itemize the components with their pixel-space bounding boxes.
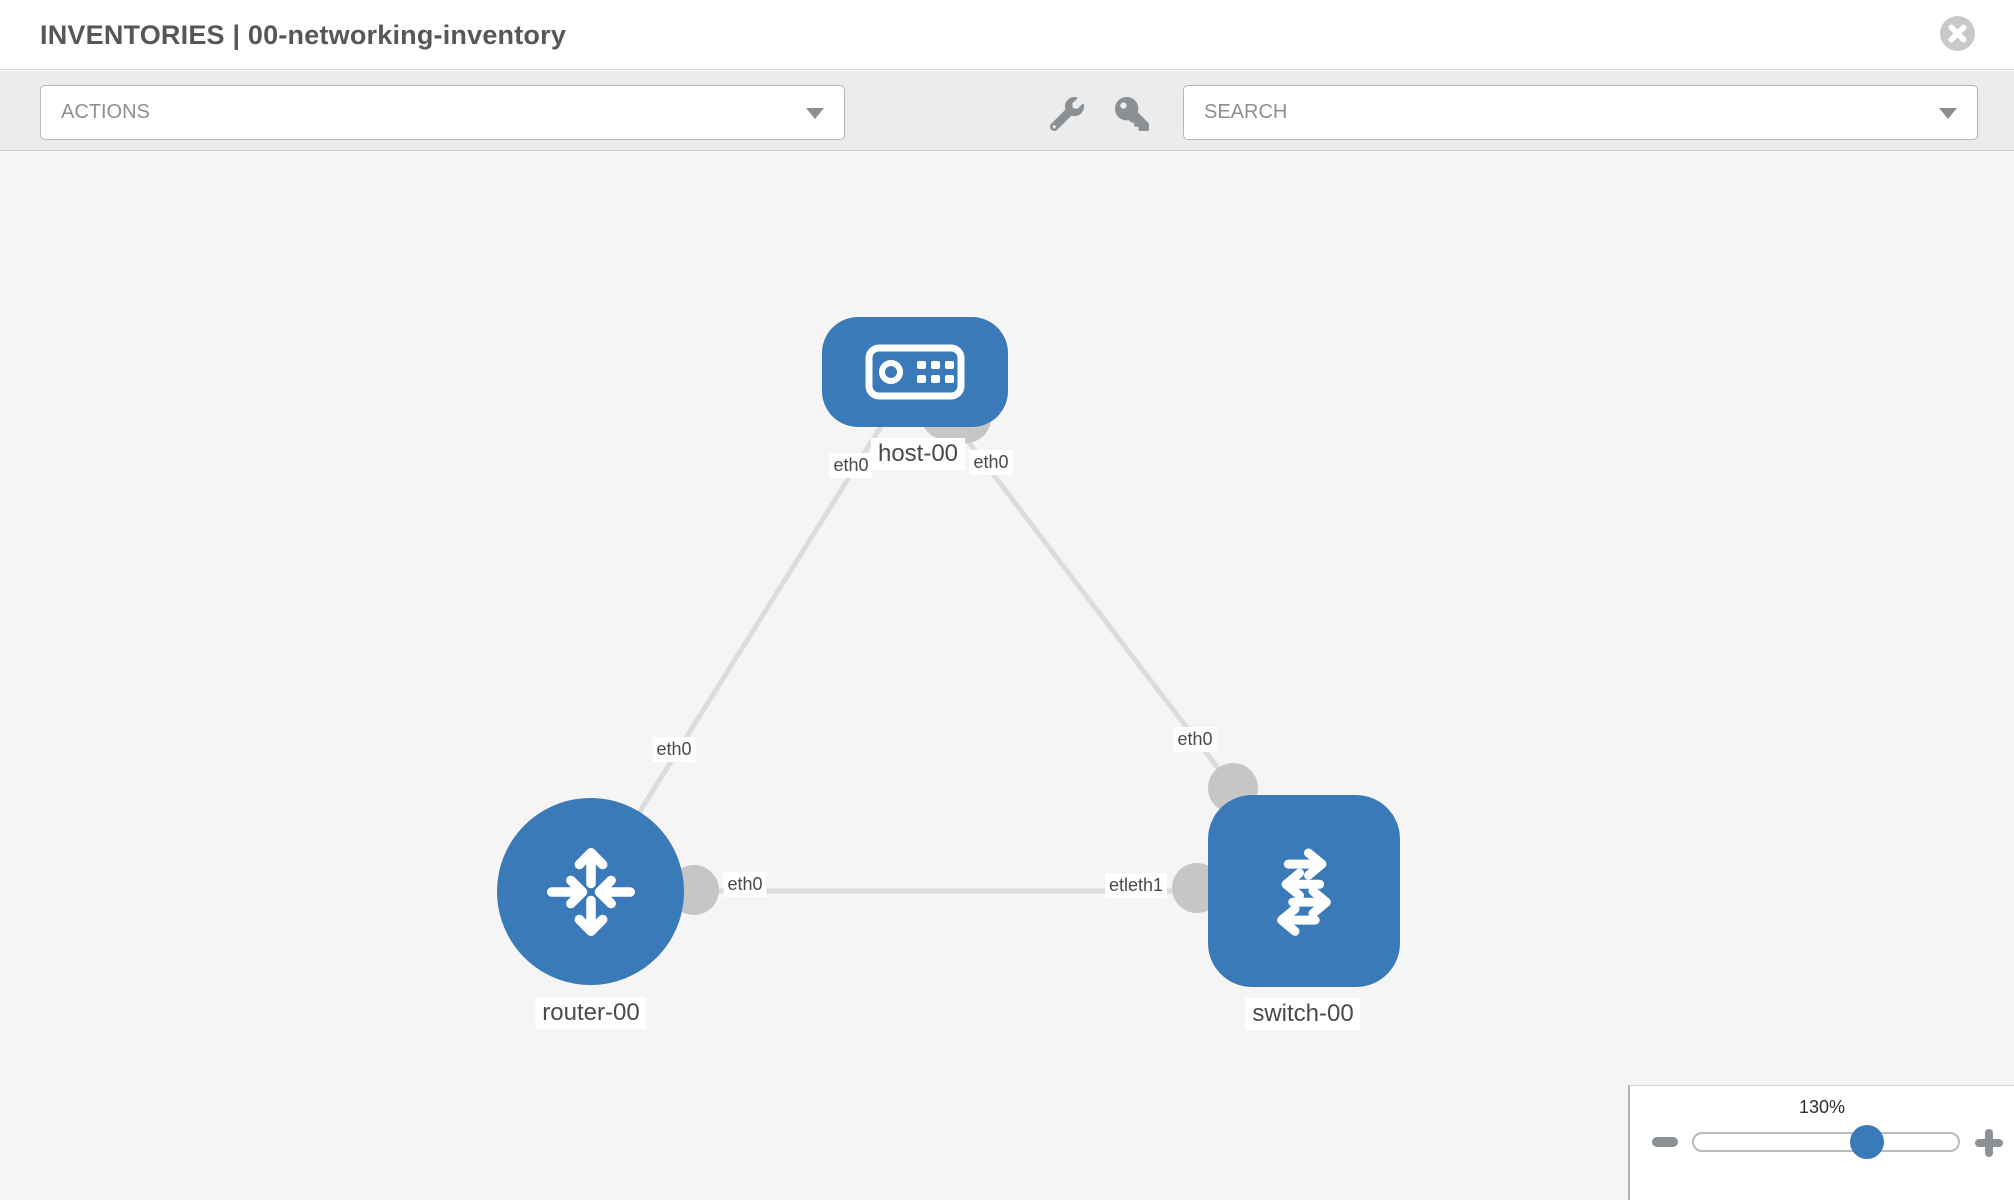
node-label-router-00: router-00 [535,997,647,1029]
interface-label-host-to-router: eth0 [829,453,873,478]
chevron-down-icon [1939,107,1957,119]
zoom-panel: 130% [1628,1085,2014,1200]
interface-label-router-to-host: eth0 [652,737,696,762]
interface-label-router-to-switch: eth0 [723,872,767,897]
interface-label-switch-to-router: etleth1 [1104,873,1168,898]
switch-icon [1277,848,1331,936]
router-icon [546,847,635,936]
close-button[interactable] [1939,15,1976,52]
interface-label-switch-to-host: eth0 [1173,727,1217,752]
interface-label-host-to-switch: eth0 [969,450,1013,475]
search-placeholder: SEARCH [1204,101,1288,123]
link-layer [587,370,1304,915]
host-icon [865,344,965,400]
node-host-00[interactable] [822,317,1008,427]
actions-dropdown-label: ACTIONS [61,101,150,123]
node-label-switch-00: switch-00 [1245,998,1361,1030]
zoom-level: 130% [1798,1097,1846,1117]
close-icon [1940,16,1975,51]
zoom-in-button[interactable] [1975,1129,2003,1157]
node-switch-00[interactable] [1208,795,1400,987]
zoom-slider[interactable] [1692,1125,1960,1159]
zoom-slider-thumb[interactable] [1850,1125,1884,1159]
credentials-tool-button[interactable] [1115,97,1149,131]
node-label-host-00: host-00 [870,438,966,470]
key-icon [1115,97,1149,131]
topology-canvas[interactable]: host-00 router-00 switch-00 eth0 eth0 et… [0,151,2014,1200]
wrench-icon [1049,97,1084,132]
node-router-00[interactable] [497,798,684,985]
toolbar: ACTIONS SEARCH [0,71,2014,151]
configure-tool-button[interactable] [1049,97,1084,132]
chevron-down-icon [806,107,824,119]
search-dropdown[interactable]: SEARCH [1183,85,1978,140]
actions-dropdown[interactable]: ACTIONS [40,85,845,140]
header: INVENTORIES | 00-networking-inventory [0,0,2014,70]
page-title: INVENTORIES | 00-networking-inventory [40,19,567,50]
zoom-out-button[interactable] [1652,1137,1678,1147]
